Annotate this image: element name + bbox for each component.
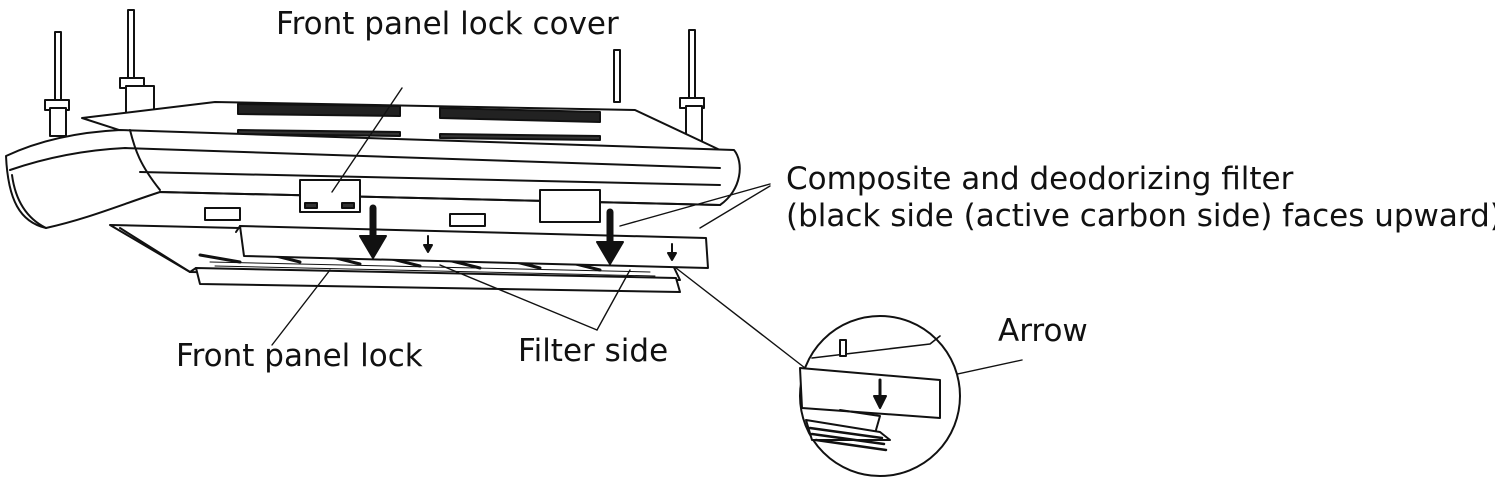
label-arrow: Arrow (998, 313, 1088, 349)
label-front-panel-lock-cover: Front panel lock cover (276, 6, 619, 42)
unit-body (5, 101, 741, 229)
detail-circle (799, 315, 961, 477)
lock-cover (299, 179, 601, 223)
insert-arrows (359, 204, 677, 265)
label-filter-side: Filter side (518, 333, 669, 369)
composite-filter (235, 225, 709, 269)
label-filter-line2: (black side (active carbon side) faces u… (786, 198, 1495, 234)
label-front-panel-lock: Front panel lock (176, 338, 423, 374)
label-filter-line1: Composite and deodorizing filter (786, 161, 1294, 197)
